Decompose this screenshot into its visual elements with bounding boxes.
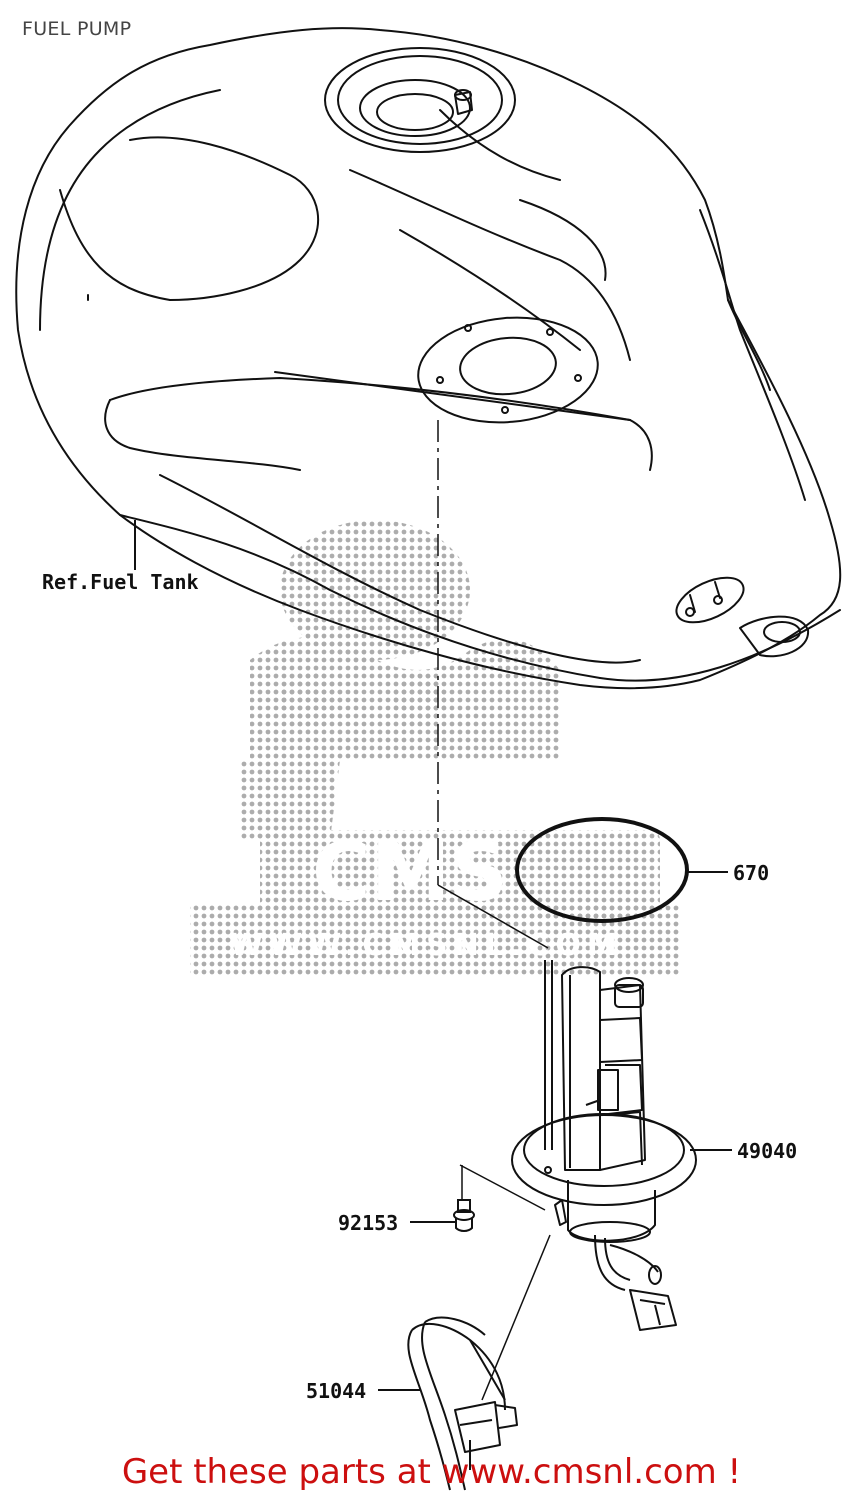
- bolt-drawing: [410, 1164, 546, 1232]
- label-part-51044[interactable]: 51044: [306, 1379, 367, 1403]
- o-ring-drawing: [515, 817, 728, 923]
- fuel-hose-drawing: [378, 1234, 551, 1491]
- watermark-logo: CMS WWW.CMSNL.COM: [190, 520, 680, 977]
- label-ref-fuel-tank: Ref.Fuel Tank: [42, 570, 199, 594]
- svg-text:WWW.CMSNL.COM: WWW.CMSNL.COM: [230, 928, 623, 963]
- label-part-49040[interactable]: 49040: [737, 1139, 798, 1163]
- diagram-title: FUEL PUMP: [22, 18, 132, 40]
- footer-cta[interactable]: Get these parts at www.cmsnl.com !: [121, 1452, 742, 1492]
- label-part-670[interactable]: 670: [733, 861, 770, 885]
- fuel-pump-assembly-drawing: [511, 960, 732, 1331]
- label-part-92153[interactable]: 92153: [338, 1211, 399, 1235]
- alignment-line: [437, 420, 549, 949]
- fuel-tank-drawing: [15, 27, 842, 690]
- svg-text:CMS: CMS: [312, 826, 508, 919]
